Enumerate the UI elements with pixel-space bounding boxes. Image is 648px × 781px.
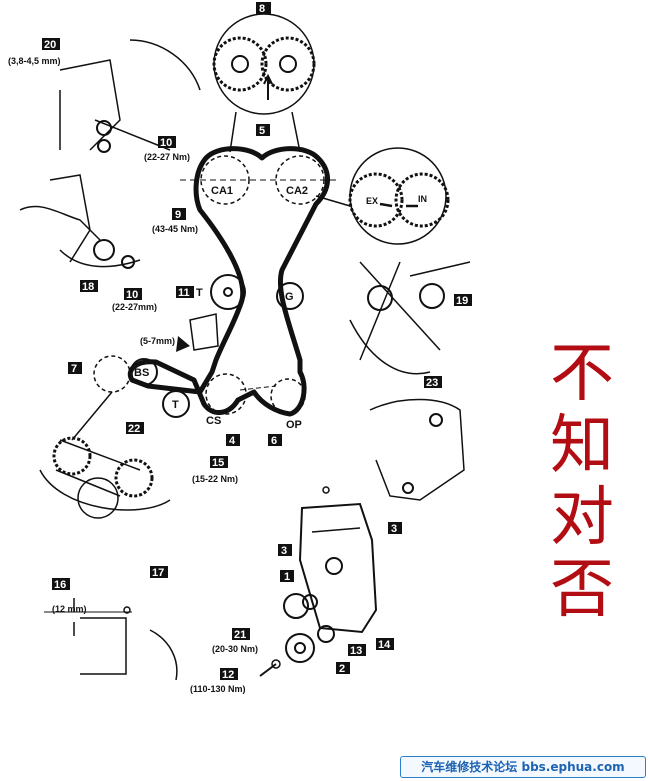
watermark-char-3: 对: [550, 481, 614, 555]
pulley-balance-shaft: BS: [93, 355, 158, 393]
pulley-tensioner: T: [196, 274, 246, 310]
callout-7: 7: [68, 362, 82, 375]
pulley-ca1: CA1: [200, 155, 250, 205]
callout-18: 18: [80, 280, 98, 293]
spec-gap: (5-7mm): [140, 336, 175, 346]
svg-text:4: 4: [229, 435, 236, 447]
pulley-label-in: IN: [418, 194, 427, 204]
callout-17: 17: [150, 566, 168, 579]
callout-4: 4: [226, 434, 240, 447]
svg-text:22: 22: [128, 423, 140, 435]
watermark-char-4: 否: [550, 553, 614, 627]
callout-20: 20: [42, 38, 60, 51]
callout-21: 21: [232, 628, 250, 641]
callout-10a: 10: [158, 136, 176, 149]
spec-15: (15-22 Nm): [192, 474, 238, 484]
svg-text:3: 3: [391, 523, 397, 535]
detail-gap-12mm: [44, 598, 178, 681]
spec-10a: (22-27 Nm): [144, 152, 190, 162]
svg-text:9: 9: [175, 209, 181, 221]
forum-footer-link[interactable]: 汽车维修技术论坛 bbs.ephua.com: [400, 756, 646, 778]
callout-22: 22: [126, 422, 144, 435]
svg-text:OP: OP: [286, 419, 302, 431]
spec-21: (20-30 Nm): [212, 644, 258, 654]
callout-8: 8: [256, 2, 271, 15]
spec-20: (3,8-4,5 mm): [8, 56, 61, 66]
callout-15: 15: [210, 456, 228, 469]
spec-10b: (22-27mm): [112, 302, 157, 312]
svg-text:6: 6: [271, 435, 277, 447]
detail-tool-18: [19, 174, 141, 269]
svg-text:G: G: [285, 291, 294, 303]
pulley-label-ex: EX: [366, 196, 378, 206]
svg-text:17: 17: [152, 567, 164, 579]
callout-11: 11: [176, 286, 194, 299]
callout-23: 23: [424, 376, 442, 389]
svg-text:CA1: CA1: [211, 185, 233, 197]
callout-19: 19: [454, 294, 472, 307]
svg-text:19: 19: [456, 295, 468, 307]
detail-bolt-19: [349, 261, 471, 375]
svg-text:T: T: [172, 399, 179, 411]
svg-text:13: 13: [350, 645, 362, 657]
timing-belt: [127, 146, 330, 417]
callout-16: 16: [52, 578, 70, 591]
detail-head-23: [369, 398, 465, 501]
spec-12mm: (12 mm): [52, 604, 87, 614]
callout-6: 6: [268, 434, 282, 447]
callout-9: 9: [172, 208, 186, 221]
callout-12: 12: [220, 668, 238, 681]
svg-text:12: 12: [222, 669, 234, 681]
callout-14: 14: [376, 638, 394, 651]
svg-text:15: 15: [212, 457, 224, 469]
svg-text:16: 16: [54, 579, 66, 591]
callout-10b: 10: [124, 288, 142, 301]
callout-1: 1: [280, 570, 294, 583]
svg-text:18: 18: [82, 281, 94, 293]
svg-text:14: 14: [378, 639, 391, 651]
pulley-idler-g: G: [276, 282, 304, 310]
svg-text:8: 8: [259, 3, 265, 15]
svg-text:BS: BS: [134, 367, 149, 379]
pulley-crankshaft: CS: [205, 373, 247, 427]
callout-3a: 3: [388, 522, 402, 535]
svg-text:11: 11: [178, 287, 190, 299]
spec-9: (43-45 Nm): [152, 224, 198, 234]
callout-5: 5: [256, 124, 270, 137]
svg-text:10: 10: [126, 289, 138, 301]
svg-text:5: 5: [259, 125, 265, 137]
svg-text:21: 21: [234, 629, 246, 641]
watermark-char-1: 不: [550, 337, 614, 411]
svg-text:1: 1: [284, 571, 290, 583]
detail-belt-tension: [59, 39, 201, 153]
svg-text:20: 20: [44, 39, 56, 51]
watermark-char-2: 知: [550, 409, 614, 483]
pulley-oil-pump: OP: [270, 378, 306, 431]
spec-12: (110-130 Nm): [190, 684, 246, 694]
callout-2: 2: [336, 662, 350, 675]
svg-text:10: 10: [160, 137, 172, 149]
svg-text:CA2: CA2: [286, 185, 308, 197]
detail-ex-in-mark: EX IN: [315, 147, 450, 245]
detail-tensioner-gap: [176, 313, 219, 352]
svg-text:3: 3: [281, 545, 287, 557]
detail-timing-covers: [259, 486, 378, 677]
svg-text:T: T: [196, 287, 203, 299]
pulley-balance-tensioner: T: [162, 390, 190, 418]
watermark-chinese: 不 知 对 否: [530, 338, 634, 626]
svg-text:7: 7: [71, 363, 77, 375]
callout-13: 13: [348, 644, 366, 657]
svg-text:2: 2: [339, 663, 345, 675]
callout-3b: 3: [278, 544, 292, 557]
svg-text:23: 23: [426, 377, 438, 389]
detail-balance-belt: [39, 391, 171, 519]
svg-text:CS: CS: [206, 415, 221, 427]
